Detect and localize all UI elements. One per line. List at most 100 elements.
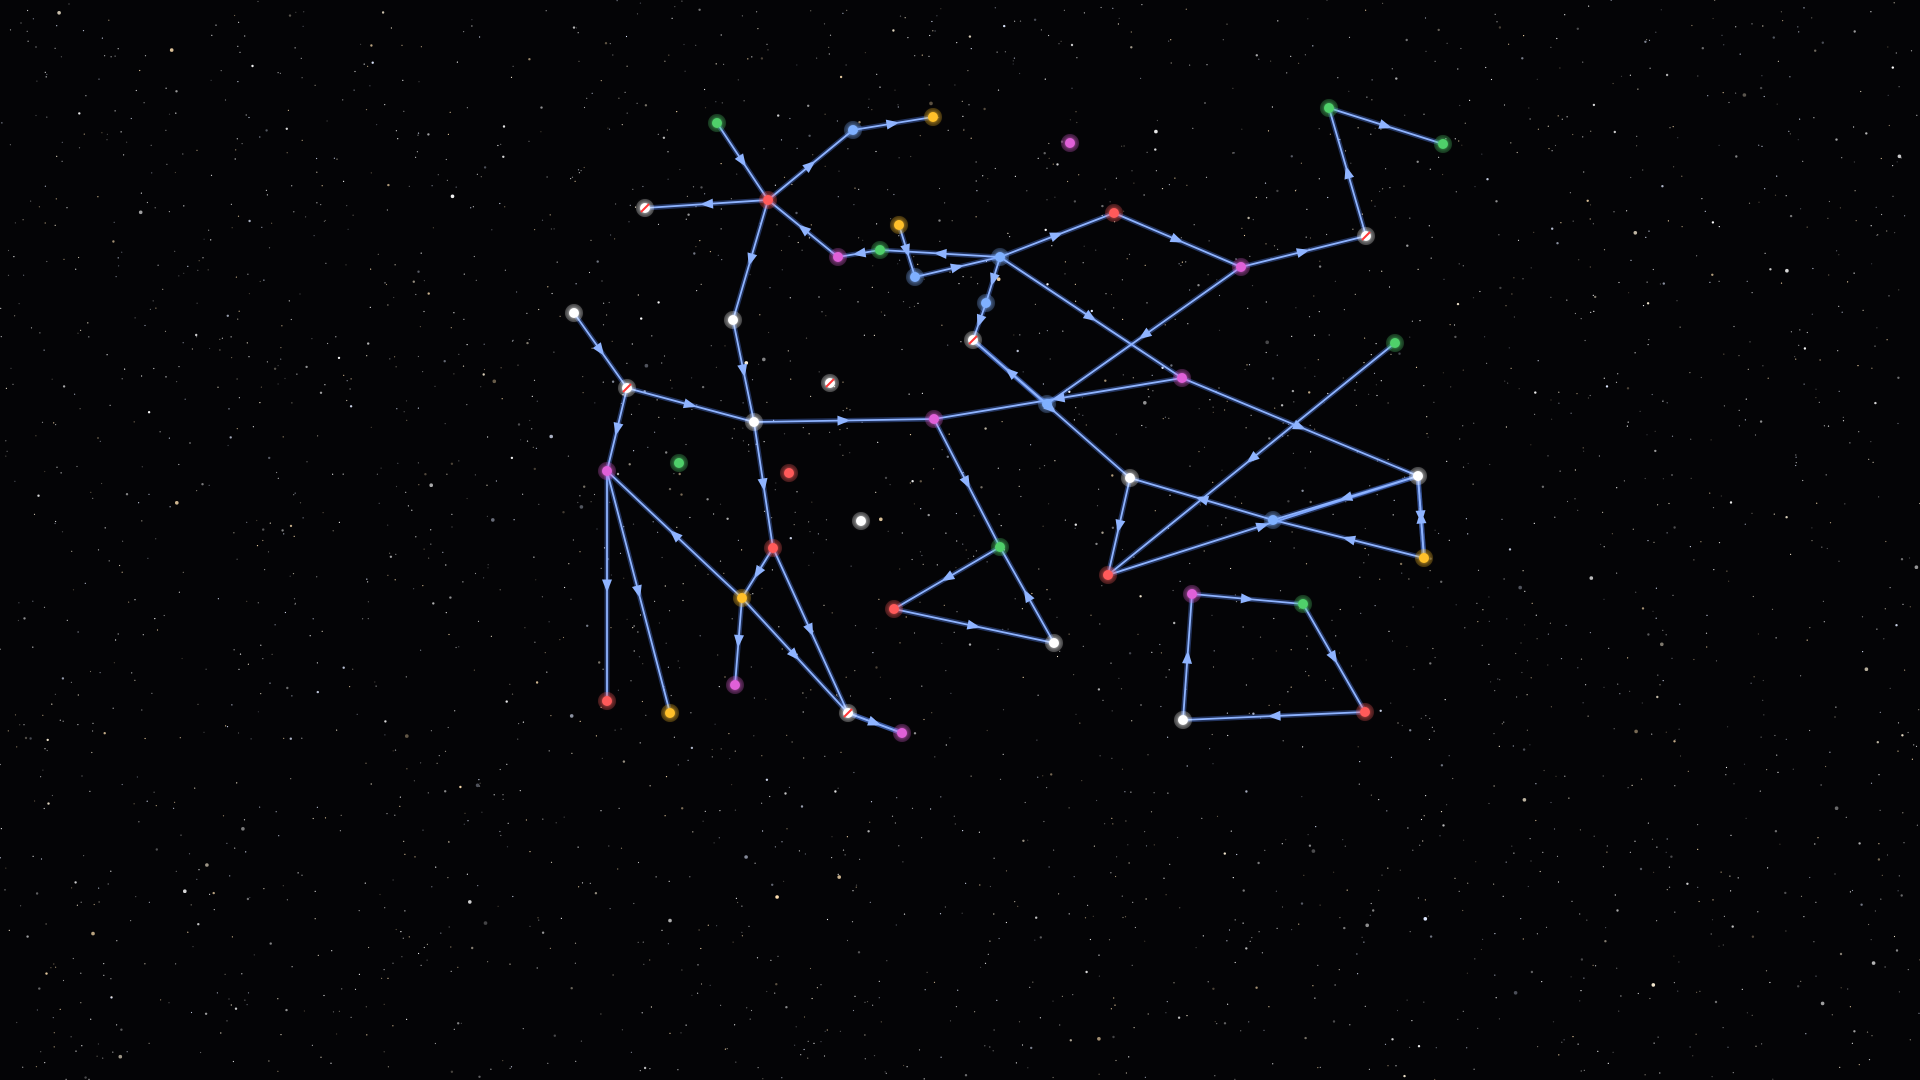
background-star: [1131, 964, 1133, 967]
constellation-star[interactable]: [1356, 703, 1374, 721]
constellation-stars[interactable]: [565, 99, 1452, 742]
background-star: [244, 999, 246, 1001]
background-star: [986, 729, 988, 732]
constellation-star[interactable]: [977, 294, 995, 312]
edge-arrow-icon: [1051, 392, 1066, 403]
constellation-star[interactable]: [1183, 585, 1201, 603]
background-star: [664, 815, 666, 817]
background-star: [679, 168, 681, 171]
background-star: [821, 311, 823, 313]
background-star: [1648, 230, 1650, 232]
background-star: [222, 815, 225, 817]
background-star: [246, 521, 248, 524]
background-star: [350, 1016, 352, 1019]
background-star: [704, 88, 706, 91]
background-star: [1706, 614, 1708, 617]
background-star: [143, 102, 145, 104]
constellation-star[interactable]: [964, 331, 982, 349]
isolated-star[interactable]: [1061, 134, 1079, 152]
background-star: [1333, 871, 1335, 873]
constellation-star[interactable]: [1264, 511, 1282, 529]
constellation-star[interactable]: [733, 589, 751, 607]
constellation-star[interactable]: [906, 268, 924, 286]
background-star: [1114, 1004, 1116, 1006]
background-star: [46, 749, 48, 752]
background-star: [1813, 117, 1815, 119]
constellation-star[interactable]: [1045, 634, 1063, 652]
background-star: [1738, 425, 1740, 427]
constellation-star[interactable]: [1294, 595, 1312, 613]
constellation-star[interactable]: [890, 216, 908, 234]
constellation-star[interactable]: [724, 311, 742, 329]
constellation-star[interactable]: [1173, 369, 1191, 387]
background-star: [399, 805, 401, 808]
background-star: [685, 218, 687, 220]
constellation-star[interactable]: [1105, 204, 1123, 222]
background-star: [1887, 94, 1889, 96]
constellation-star[interactable]: [924, 108, 942, 126]
background-star: [112, 707, 114, 709]
isolated-star[interactable]: [852, 512, 870, 530]
background-star: [1709, 281, 1711, 283]
constellation-star[interactable]: [745, 413, 763, 431]
background-star: [234, 158, 236, 160]
background-star: [1221, 524, 1223, 526]
constellation-star[interactable]: [1409, 467, 1427, 485]
constellation-star[interactable]: [1320, 99, 1338, 117]
constellation-star[interactable]: [991, 538, 1009, 556]
constellation-star[interactable]: [598, 692, 616, 710]
constellation-star[interactable]: [893, 724, 911, 742]
background-star: [1280, 404, 1284, 407]
background-star: [205, 863, 209, 867]
constellation-star[interactable]: [618, 379, 636, 397]
background-star: [284, 377, 286, 380]
star-core: [1390, 338, 1400, 348]
background-star: [1462, 369, 1464, 371]
constellation-star[interactable]: [839, 704, 857, 722]
background-star: [1046, 330, 1048, 332]
constellation-star[interactable]: [1232, 258, 1250, 276]
background-star: [1870, 782, 1873, 784]
background-star: [1700, 541, 1702, 543]
constellation-star[interactable]: [764, 539, 782, 557]
constellation-star[interactable]: [1386, 334, 1404, 352]
constellation-star[interactable]: [598, 462, 616, 480]
constellation-star[interactable]: [759, 191, 777, 209]
constellation-star[interactable]: [636, 199, 654, 217]
isolated-star[interactable]: [670, 454, 688, 472]
constellation-star[interactable]: [829, 248, 847, 266]
background-star: [1803, 916, 1805, 918]
constellation-star[interactable]: [844, 121, 862, 139]
background-star: [1461, 144, 1463, 146]
background-star: [887, 530, 889, 532]
background-star: [1420, 717, 1422, 719]
constellation-star[interactable]: [1357, 227, 1375, 245]
constellation-star[interactable]: [1038, 395, 1056, 413]
background-star: [1095, 249, 1097, 251]
background-star: [838, 170, 840, 172]
constellation-star[interactable]: [885, 600, 903, 618]
background-star: [16, 746, 18, 748]
star-core: [981, 298, 991, 308]
constellation-star[interactable]: [1099, 566, 1117, 584]
constellation-star[interactable]: [925, 410, 943, 428]
constellation-star[interactable]: [708, 114, 726, 132]
constellation-star[interactable]: [1415, 549, 1433, 567]
constellation-star[interactable]: [565, 304, 583, 322]
isolated-star[interactable]: [780, 464, 798, 482]
constellation-star[interactable]: [991, 248, 1009, 266]
background-star: [1560, 222, 1562, 224]
background-star: [1269, 540, 1271, 543]
background-star: [115, 639, 117, 641]
constellation-star[interactable]: [1174, 711, 1192, 729]
constellation-star[interactable]: [1121, 469, 1139, 487]
constellation-star[interactable]: [871, 241, 889, 259]
constellation-star[interactable]: [1434, 135, 1452, 153]
constellation-star[interactable]: [726, 676, 744, 694]
background-star: [1866, 1031, 1869, 1033]
isolated-star[interactable]: [821, 374, 839, 392]
background-star: [1603, 686, 1605, 688]
background-star: [512, 895, 514, 898]
constellation-star[interactable]: [661, 704, 679, 722]
